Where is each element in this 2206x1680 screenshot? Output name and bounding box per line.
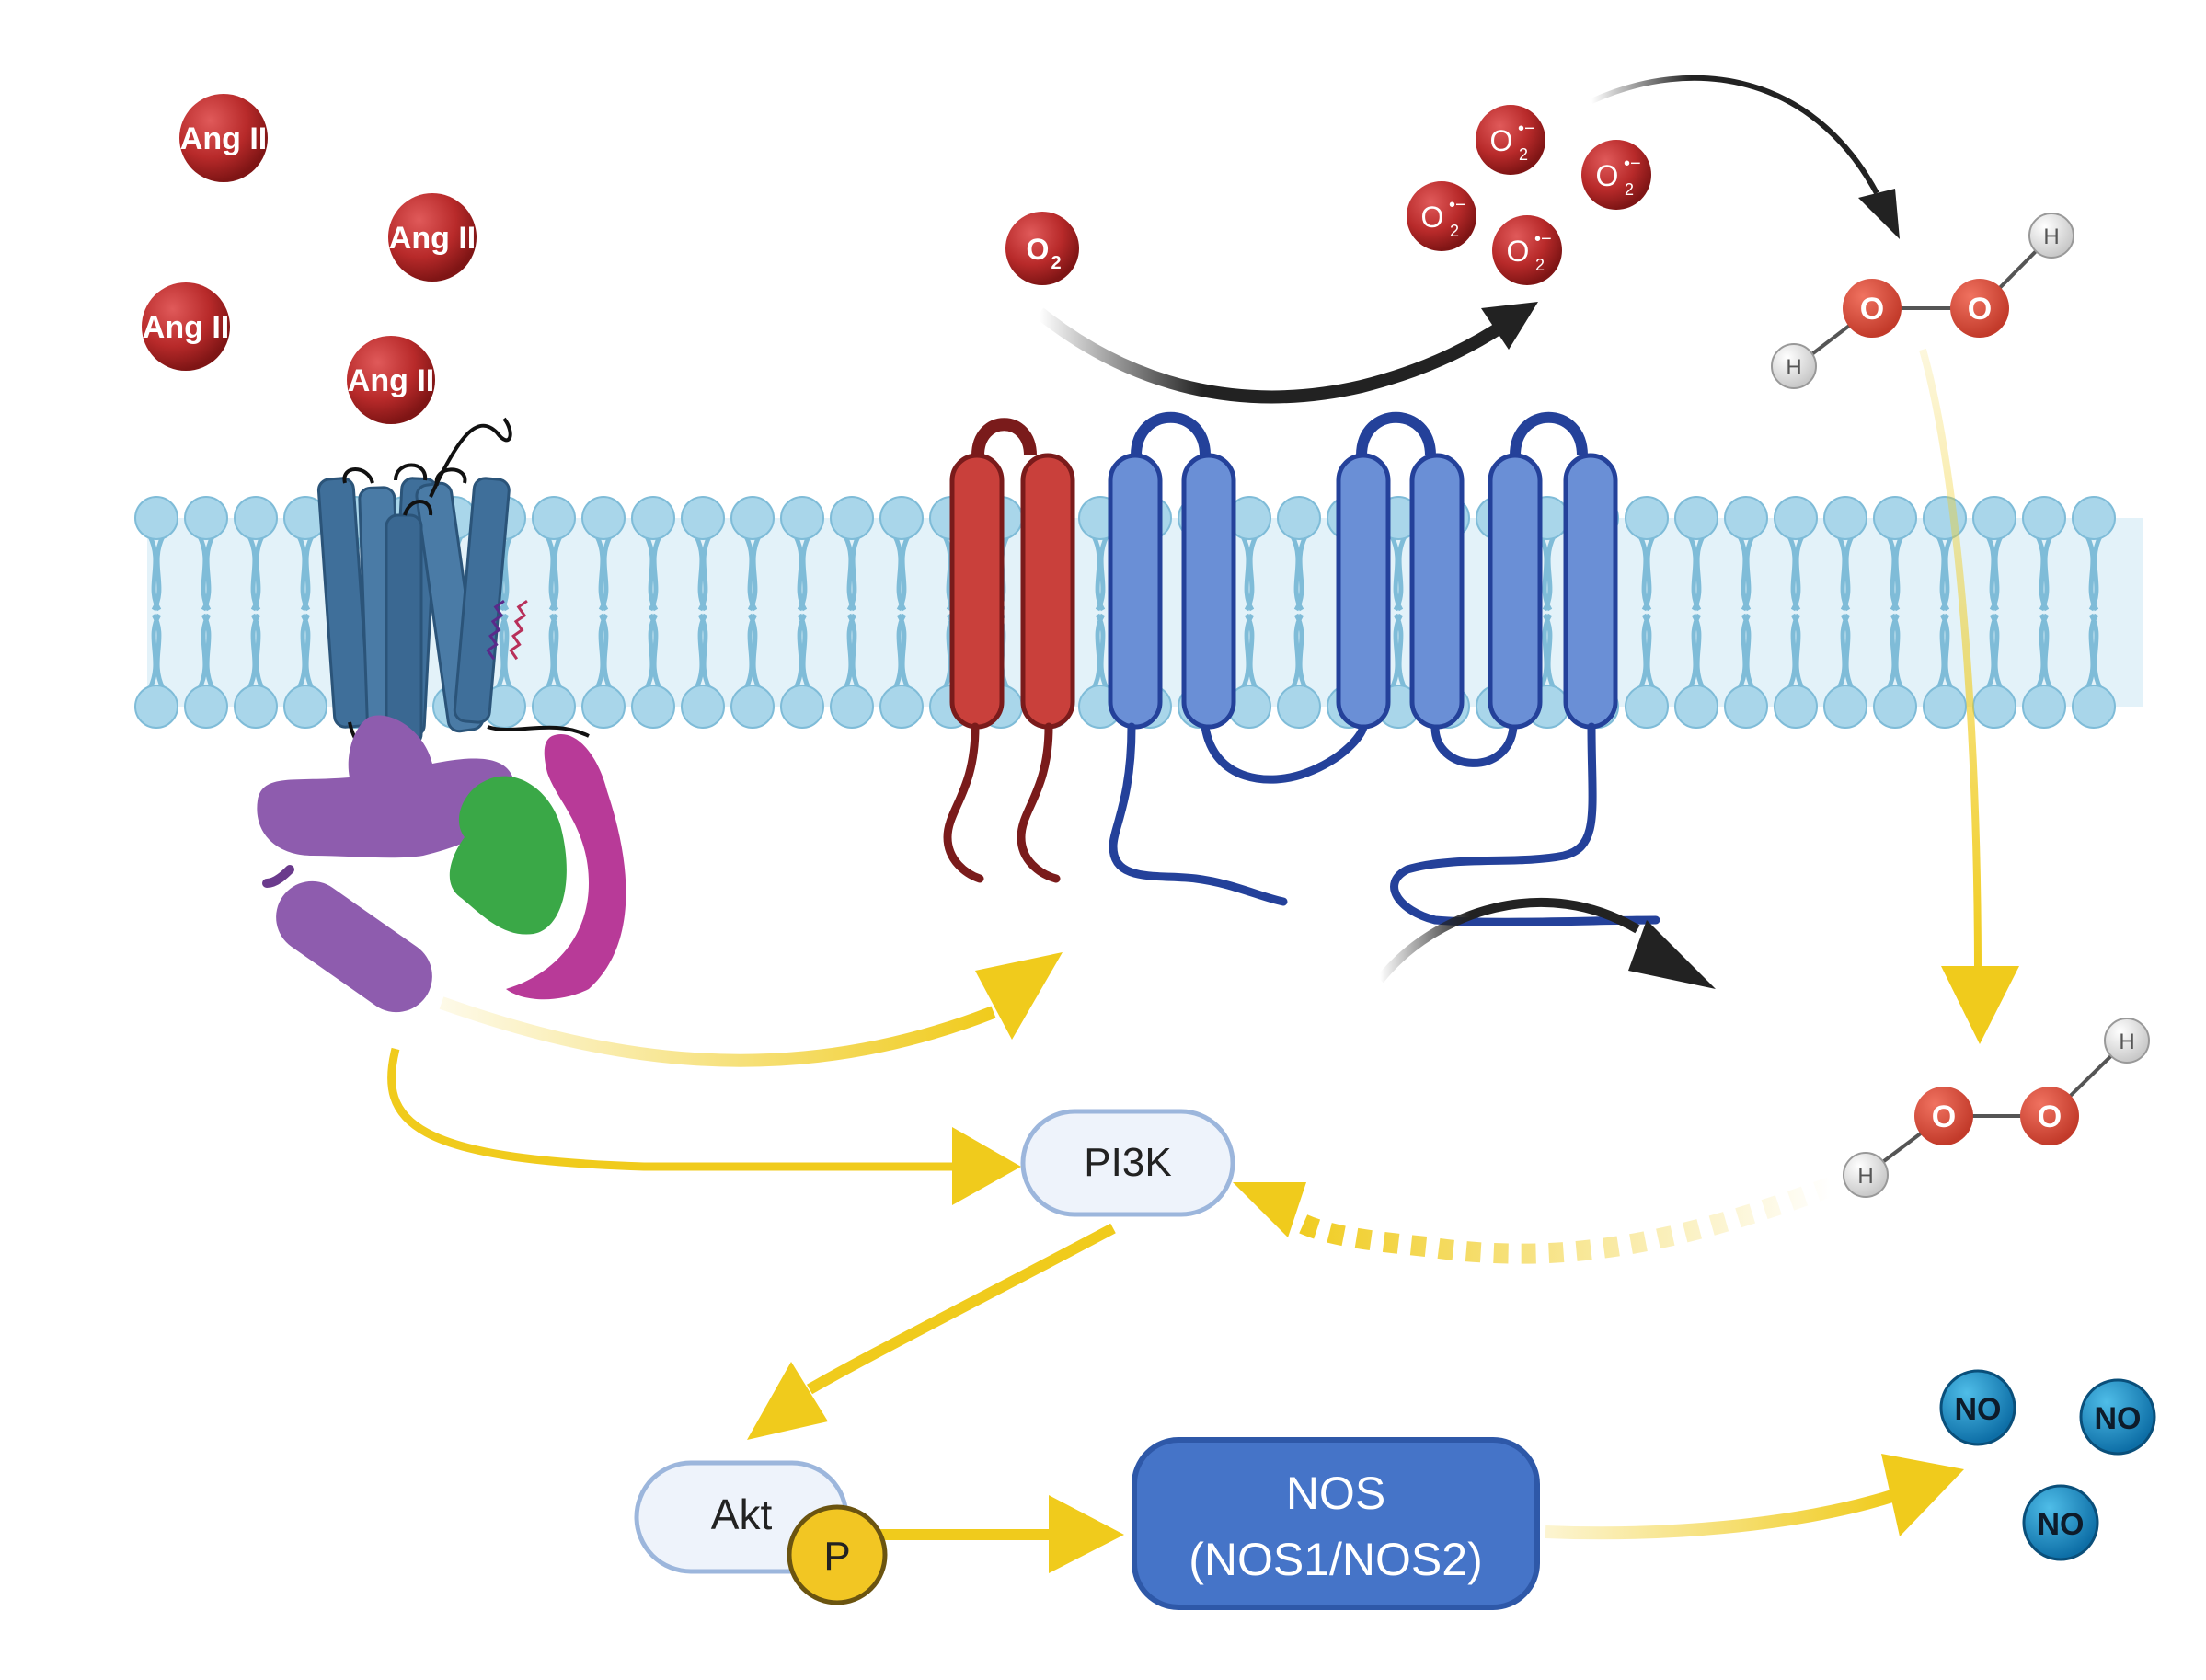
arrow-superoxide-to-peroxide bbox=[1590, 75, 1900, 239]
no-molecule: NO bbox=[2022, 1484, 2099, 1561]
svg-text:O: O bbox=[1027, 233, 1050, 266]
svg-text:O: O bbox=[1860, 292, 1884, 327]
ang-ii-ligand: Ang II bbox=[179, 94, 268, 182]
svg-text:H: H bbox=[2043, 224, 2059, 249]
svg-text:H: H bbox=[2119, 1030, 2134, 1054]
svg-text:O: O bbox=[2038, 1099, 2062, 1134]
svg-text:Ang II: Ang II bbox=[389, 221, 476, 256]
nitric-oxide-molecules: NO NO NO bbox=[1939, 1369, 2156, 1561]
nox-complex bbox=[943, 411, 1660, 926]
nos-title: NOS bbox=[1286, 1467, 1385, 1519]
superoxide-label: O bbox=[1596, 159, 1619, 192]
arrow-pi3k-to-akt bbox=[747, 1223, 1116, 1440]
superoxide-charge: •− bbox=[1518, 119, 1535, 139]
svg-text:H: H bbox=[1857, 1164, 1873, 1189]
nos-node: NOS (NOS1/NOS2) bbox=[1132, 1437, 1540, 1610]
nox-helix bbox=[1563, 453, 1618, 730]
ang-ii-ligand: Ang II bbox=[142, 282, 230, 371]
at1-receptor bbox=[316, 417, 590, 754]
arrow-nos-to-no bbox=[1545, 1454, 1964, 1540]
superoxide-label: O bbox=[1507, 235, 1530, 268]
superoxide-label: O bbox=[1421, 201, 1444, 234]
oxygen-molecule: O 2 bbox=[1005, 212, 1079, 285]
svg-text:O: O bbox=[1968, 292, 1992, 327]
akt-label: Akt bbox=[711, 1490, 773, 1538]
pi3k-node: PI3K bbox=[1020, 1109, 1235, 1217]
g-protein-complex bbox=[257, 715, 626, 1013]
svg-text:H: H bbox=[1786, 355, 1801, 380]
svg-text:NO: NO bbox=[1955, 1392, 2002, 1427]
arrow-peroxide-translocation bbox=[1919, 348, 2019, 1044]
svg-text:Ang II: Ang II bbox=[143, 310, 229, 345]
ang-ii-ligand-bound: Ang II bbox=[347, 336, 435, 424]
arrow-peroxide-to-pi3k-dashed bbox=[1233, 1177, 1834, 1264]
hydrogen-peroxide-top: H O O H bbox=[1771, 213, 2074, 389]
arrow-nox-output bbox=[1376, 898, 1716, 989]
nox-helix bbox=[1336, 453, 1391, 730]
phosphate-label: P bbox=[823, 1534, 850, 1579]
pi3k-label: PI3K bbox=[1084, 1140, 1171, 1185]
superoxide-charge: •− bbox=[1449, 195, 1466, 215]
phosphate-group bbox=[787, 1504, 888, 1605]
nox-helix bbox=[1488, 453, 1543, 730]
svg-text:2: 2 bbox=[1051, 253, 1061, 273]
svg-text:NO: NO bbox=[2038, 1507, 2085, 1542]
angiotensin-ii-ligands: Ang II Ang II Ang II Ang II bbox=[142, 94, 477, 424]
arrow-gprotein-to-nox bbox=[439, 952, 1063, 1067]
akt-node: Akt P bbox=[634, 1460, 888, 1605]
superoxide-subscript: 2 bbox=[1535, 256, 1545, 274]
superoxide-subscript: 2 bbox=[1450, 222, 1459, 240]
nox-helix bbox=[1409, 453, 1465, 730]
svg-text:Ang II: Ang II bbox=[180, 121, 267, 156]
arrow-akt-to-nos bbox=[879, 1495, 1124, 1573]
p22phox-helix bbox=[1020, 453, 1075, 730]
nox-helix bbox=[1181, 453, 1236, 730]
svg-text:Ang II: Ang II bbox=[348, 363, 434, 398]
superoxide-label: O bbox=[1490, 124, 1513, 157]
no-molecule: NO bbox=[1939, 1369, 2016, 1446]
p22phox-helix bbox=[949, 453, 1005, 730]
ang-ii-ligand: Ang II bbox=[388, 193, 477, 282]
no-molecule: NO bbox=[2079, 1378, 2156, 1456]
hydrogen-peroxide-bottom: H O O H bbox=[1843, 1018, 2150, 1198]
arrow-gprotein-to-pi3k bbox=[387, 1047, 1021, 1205]
superoxide-charge: •− bbox=[1624, 154, 1641, 174]
nos-isoforms: (NOS1/NOS2) bbox=[1189, 1534, 1483, 1585]
svg-text:O: O bbox=[1932, 1099, 1956, 1134]
arrow-o2-to-superoxide bbox=[1035, 302, 1538, 404]
superoxide-subscript: 2 bbox=[1625, 180, 1634, 199]
nox-helix bbox=[1108, 453, 1163, 730]
superoxide-subscript: 2 bbox=[1519, 145, 1528, 164]
svg-text:NO: NO bbox=[2095, 1401, 2142, 1436]
superoxide-charge: •− bbox=[1534, 229, 1552, 249]
